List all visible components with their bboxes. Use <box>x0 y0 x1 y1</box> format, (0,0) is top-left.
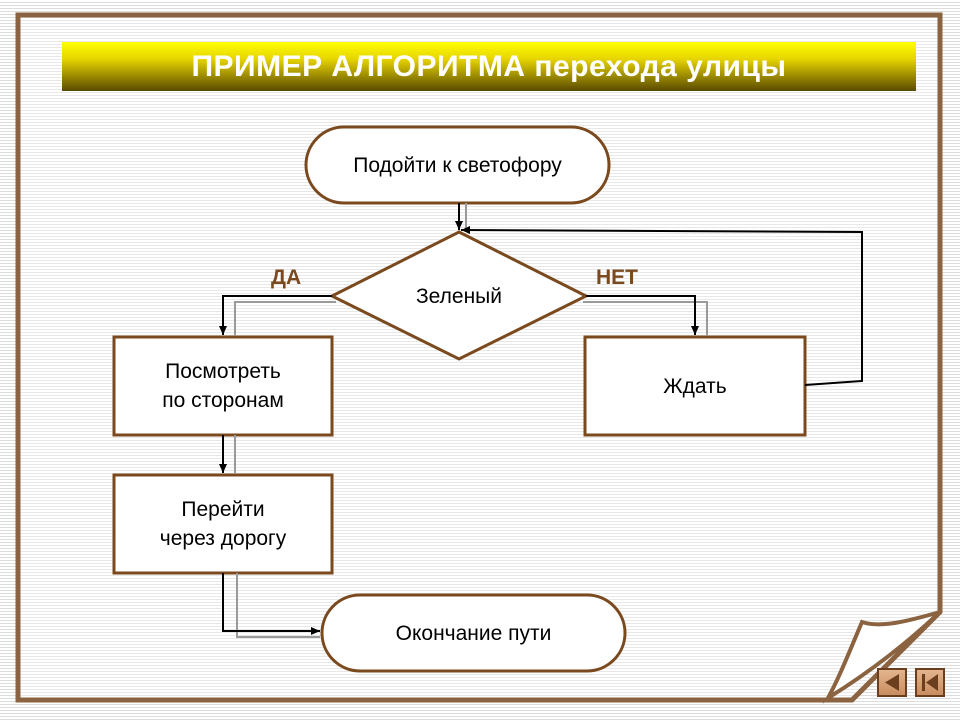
connectors <box>219 203 863 638</box>
no-branch-label: НЕТ <box>596 266 638 289</box>
arrow-wait-loop-back <box>460 226 863 386</box>
decision-diamond <box>328 230 590 361</box>
first-slide-icon <box>922 674 938 691</box>
decision-node: Зеленый <box>352 272 566 320</box>
wait-process-box <box>583 335 807 437</box>
start-label: Подойти к светофору <box>353 153 562 177</box>
cross-process-box <box>112 473 334 575</box>
arrow-no-to-wait <box>586 295 699 335</box>
prev-slide-icon <box>885 674 899 691</box>
wait-label: Ждать <box>663 374 727 398</box>
end-node: Окончание пути <box>322 595 625 671</box>
start-node: Подойти к светофору <box>306 127 609 203</box>
page-title: ПРИМЕР АЛГОРИТМА перехода улицы <box>191 49 787 83</box>
cross-node: Перейти через дорогу <box>114 475 332 573</box>
cross-label-line1: Перейти <box>181 498 265 521</box>
start-terminator <box>304 125 611 205</box>
arrow-cross-to-end <box>222 573 320 635</box>
page-curl <box>822 610 942 704</box>
wait-node: Ждать <box>585 337 805 435</box>
look-node: Посмотреть по сторонам <box>114 337 332 435</box>
yes-branch-label: ДА <box>271 266 302 289</box>
look-label-line2: по сторонам <box>162 389 284 412</box>
first-slide-button[interactable] <box>915 668 945 697</box>
end-label: Окончание пути <box>395 621 552 645</box>
look-label-line1: Посмотреть <box>165 360 281 383</box>
arrow-yes-to-look <box>219 295 332 335</box>
end-terminator <box>320 593 627 673</box>
cross-label-line2: через дорогу <box>159 527 287 550</box>
decision-label: Зеленый <box>415 284 503 308</box>
title-banner: ПРИМЕР АЛГОРИТМА перехода улицы <box>62 42 916 91</box>
prev-slide-button[interactable] <box>877 668 907 697</box>
